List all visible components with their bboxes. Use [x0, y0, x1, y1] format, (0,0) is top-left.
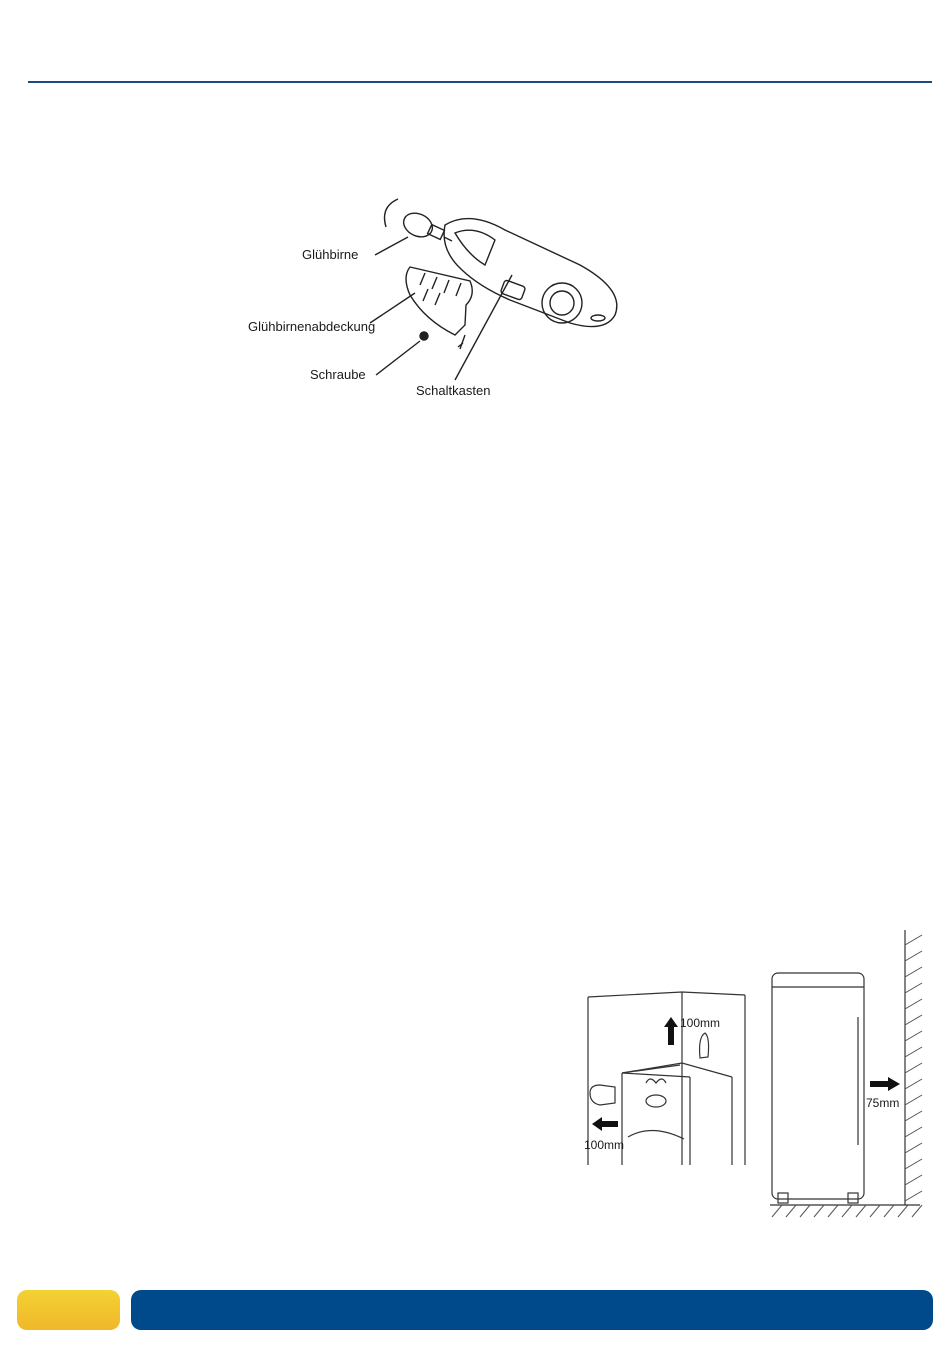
lamp-replacement-diagram: Glühbirne Glühbirnenabdeckung Schraube S…	[240, 185, 640, 410]
fridge-front-view	[622, 1063, 732, 1165]
footer-bar	[131, 1290, 933, 1330]
rotation-arrow-icon	[385, 199, 399, 227]
footer-page-tab	[17, 1290, 120, 1330]
side-clearance-label: 100mm	[584, 1138, 624, 1152]
label-switch-box: Schaltkasten	[416, 383, 490, 398]
wall-hatching	[772, 935, 922, 1217]
bulb-cover-shape	[406, 267, 472, 335]
pointing-hand-icon	[590, 1085, 615, 1105]
pointing-hand-icon	[700, 1033, 709, 1058]
label-screw: Schraube	[310, 367, 366, 382]
rear-clearance-label: 75mm	[866, 1096, 899, 1110]
wall-and-floor	[770, 930, 920, 1205]
screw-icon	[420, 332, 428, 340]
arrow-right-icon	[870, 1077, 900, 1091]
clearance-diagram: 100mm 100mm 75mm	[560, 925, 940, 1225]
fridge-side-view	[772, 973, 864, 1203]
label-bulb-cover: Glühbirnenabdeckung	[248, 319, 375, 334]
label-bulb: Glühbirne	[302, 247, 358, 262]
header-rule	[28, 81, 932, 83]
top-clearance-label: 100mm	[680, 1016, 720, 1030]
switch-box-housing	[444, 219, 617, 327]
arrow-left-icon	[592, 1117, 618, 1131]
arrow-up-icon	[664, 1017, 678, 1045]
